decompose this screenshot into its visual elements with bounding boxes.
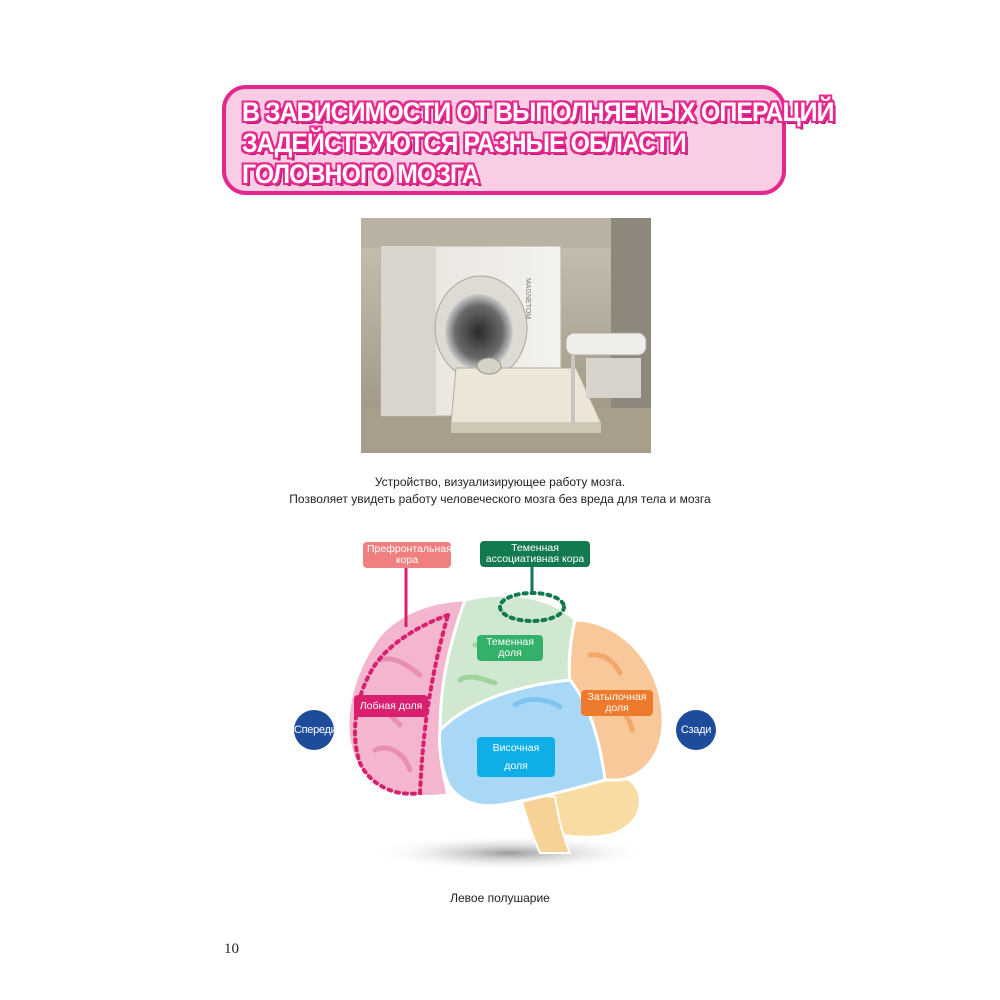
label-parietal-lobe: Теменная доля — [477, 635, 543, 661]
label-prefrontal-cortex: Префронтальная кора — [363, 542, 452, 568]
label-parietal-assoc-line-1: Теменная — [511, 542, 559, 554]
prefrontal-dashed-outline — [353, 611, 451, 796]
brain-diagram: Префронтальная кора Теменная ассоциативн… — [270, 535, 740, 880]
back-direction-marker: Сзади — [676, 710, 716, 750]
title-line-3: ГОЛОВНОГО МОЗГА — [242, 159, 480, 189]
label-prefrontal-line-1: Префронтальная — [367, 543, 452, 555]
label-occipital-line-1: Затылочная — [587, 691, 647, 703]
label-parietal-assoc-line-2: ассоциативная кора — [485, 553, 585, 565]
page-number: 10 — [224, 941, 239, 957]
photo-caption: Устройство, визуализирующее работу мозга… — [200, 474, 800, 508]
label-temporal-lobe: Височная доля — [477, 737, 555, 777]
hemisphere-caption: Левое полушарие — [450, 891, 550, 905]
brain-illustration — [346, 567, 665, 871]
label-frontal-lobe: Лобная доля — [354, 695, 428, 717]
title-line-1: В ЗАВИСИМОСТИ ОТ ВЫПОЛНЯЕМЫХ ОПЕРАЦИЙ — [242, 97, 834, 127]
label-occipital-lobe: Затылочная доля — [581, 690, 653, 716]
mri-scanner-illustration: MAGNETOM — [361, 218, 651, 453]
caption-line-1: Устройство, визуализирующее работу мозга… — [374, 475, 626, 489]
scanner-brand-label: MAGNETOM — [524, 278, 531, 319]
front-direction-marker: Спереди — [294, 710, 337, 750]
mri-scanner-photo: MAGNETOM — [361, 218, 651, 453]
brain-shadow — [370, 835, 650, 871]
caption-line-2: Позволяет увидеть работу человеческого м… — [289, 492, 711, 506]
label-parietal-association-cortex: Теменная ассоциативная кора — [480, 541, 590, 567]
label-parietal-line-2: доля — [498, 647, 522, 659]
title-banner: В ЗАВИСИМОСТИ ОТ ВЫПОЛНЯЕМЫХ ОПЕРАЦИЙ ЗА… — [222, 85, 834, 195]
label-prefrontal-line-2: кора — [395, 554, 419, 566]
label-occipital-line-2: доля — [605, 702, 629, 714]
title-line-2: ЗАДЕЙСТВУЮТСЯ РАЗНЫЕ ОБЛАСТИ — [242, 128, 687, 158]
label-parietal-line-1: Теменная — [486, 636, 534, 648]
brain-stem — [518, 791, 572, 854]
